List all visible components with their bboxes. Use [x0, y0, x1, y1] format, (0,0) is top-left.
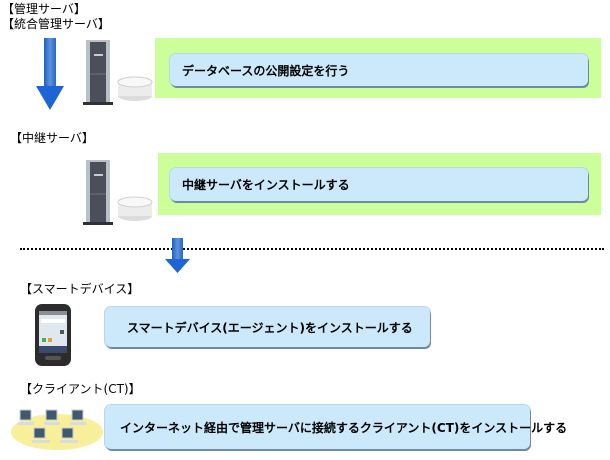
client-label: 【クライアント(CT)】	[20, 382, 141, 396]
section-divider	[20, 248, 604, 250]
client-pcs-icon	[11, 409, 103, 450]
server-with-database-icon	[83, 40, 153, 105]
step-text: インターネット経由で管理サーバに接続するクライアント(CT)をインストールする	[120, 420, 568, 435]
step-box-install-relay-server: 中継サーバをインストールする	[170, 168, 588, 201]
step-text: データベースの公開設定を行う	[182, 63, 350, 78]
step-box-install-internet-client: インターネット経由で管理サーバに接続するクライアント(CT)をインストールする	[105, 405, 567, 449]
smartphone-icon	[35, 304, 71, 366]
step-text: 中継サーバをインストールする	[182, 178, 350, 192]
flow-down-arrow-icon	[36, 38, 64, 110]
relay-server-label: 【中継サーバ】	[10, 131, 94, 145]
smart-device-label: 【スマートデバイス】	[20, 282, 140, 296]
step-box-database-publish: データベースの公開設定を行う	[170, 54, 588, 86]
step-text: スマートデバイス(エージェント)をインストールする	[127, 320, 413, 335]
management-server-label: 【管理サーバ】	[2, 2, 86, 16]
server-with-database-icon	[83, 160, 153, 225]
flow-down-arrow-icon	[165, 238, 190, 273]
integrated-management-server-label: 【統合管理サーバ】	[2, 17, 110, 31]
step-box-install-smart-device-agent: スマートデバイス(エージェント)をインストールする	[105, 307, 430, 347]
